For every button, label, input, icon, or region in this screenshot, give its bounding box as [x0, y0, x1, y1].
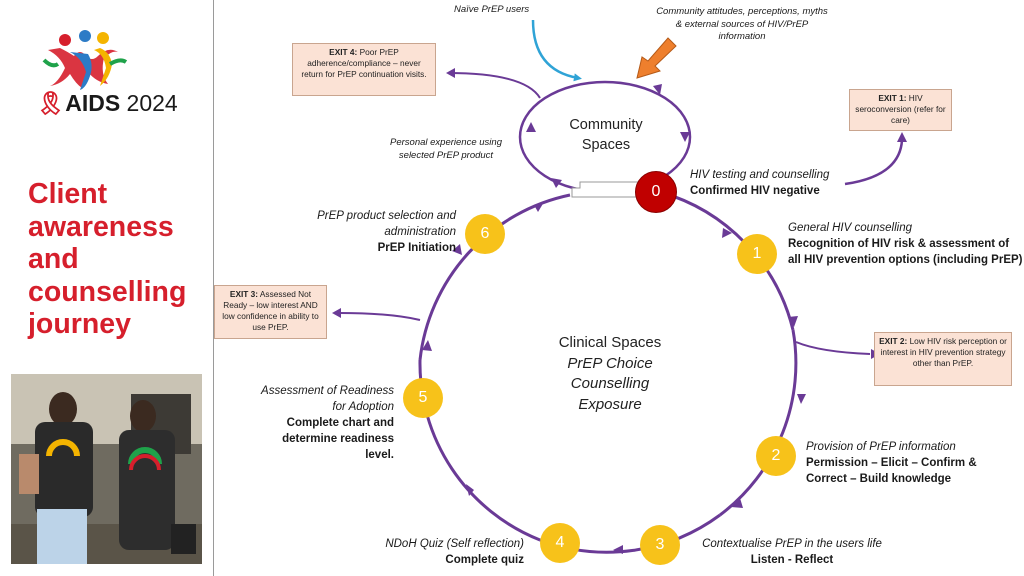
community-spaces-label: Community Spaces: [546, 115, 666, 155]
clinical-line4: Exposure: [578, 395, 642, 413]
step-2-bold: Permission – Elicit – Confirm & Correct …: [806, 457, 977, 485]
step-2-node: 2: [756, 436, 796, 476]
aids2024-logo: [42, 30, 128, 90]
step-0-label: HIV testing and counselling Confirmed HI…: [690, 167, 890, 199]
sidebar: 🎗︎AIDS 2024 Client awareness and counsel…: [0, 0, 214, 576]
exit-2-title: EXIT 2:: [879, 336, 908, 346]
exit-3-title: EXIT 3:: [229, 289, 259, 299]
exit-2-text: Low HIV risk perception or interest in H…: [880, 336, 1007, 368]
step-4-node: 4: [540, 523, 580, 563]
red-ribbon-icon: 🎗︎: [36, 90, 66, 116]
step-5-bold: Complete chart and determine readiness l…: [282, 417, 394, 461]
team-photo: [11, 374, 202, 564]
clinical-line1: Clinical Spaces: [558, 334, 662, 351]
clinical-line3: Counselling: [570, 375, 650, 392]
step-1-italic: General HIV counselling: [788, 222, 913, 234]
exit-1-box: EXIT 1: HIV seroconversion (refer for ca…: [849, 89, 952, 131]
step-2-label: Provision of PrEP information Permission…: [806, 439, 1016, 487]
community-title-line2: Spaces: [581, 137, 631, 153]
step-6-bold: PrEP Initiation: [377, 242, 456, 254]
logo-word: AIDS: [65, 90, 121, 116]
step-6-label: PrEP product selection and administratio…: [296, 208, 456, 256]
step-5-italic: Assessment of Readiness for Adoption: [261, 385, 394, 413]
exit-1-text: HIV seroconversion (refer for care): [855, 93, 946, 125]
logo-wordmark: 🎗︎AIDS 2024: [36, 90, 178, 117]
step-5-label: Assessment of Readiness for Adoption Com…: [252, 383, 394, 463]
exit-4-title: EXIT 4:: [329, 47, 358, 57]
step-5-node: 5: [403, 378, 443, 418]
journey-diagram: Community Spaces Clinical Spaces PrEP Ch…: [214, 0, 1024, 576]
exit-1-title: EXIT 1:: [878, 93, 907, 103]
exit-2-box: EXIT 2: Low HIV risk perception or inter…: [874, 332, 1012, 386]
step-3-italic: Contextualise PrEP in the users life: [702, 538, 882, 550]
exit-3-text: Assessed Not Ready – low interest AND lo…: [222, 289, 319, 332]
naive-users-label: Naïve PrEP users: [454, 4, 530, 15]
exit-4-box: EXIT 4: Poor PrEP adherence/compliance –…: [292, 43, 436, 96]
step-1-node: 1: [737, 234, 777, 274]
step-6-italic: PrEP product selection and administratio…: [317, 210, 456, 238]
clinical-line2: PrEP Choice: [567, 354, 653, 372]
clinical-spaces-label: Clinical Spaces PrEP Choice Counselling …: [532, 333, 688, 415]
personal-experience-label: Personal experience using selected PrEP …: [390, 137, 502, 161]
community-attitudes-label: Community attitudes, perceptions, myths …: [656, 6, 828, 42]
step-4-bold: Complete quiz: [445, 554, 524, 566]
exit-3-box: EXIT 3: Assessed Not Ready – low interes…: [214, 285, 327, 339]
logo-year: 2024: [126, 90, 178, 116]
step-6-node: 6: [465, 214, 505, 254]
community-title-line1: Community: [569, 117, 643, 133]
step-3-node: 3: [640, 525, 680, 565]
exit-4-text: Poor PrEP adherence/compliance – never r…: [301, 47, 427, 79]
step-0-italic: HIV testing and counselling: [690, 169, 830, 181]
sidebar-title: Client awareness and counselling journey: [28, 178, 187, 340]
step-0-node: 0: [635, 171, 677, 213]
step-1-label: General HIV counselling Recognition of H…: [788, 220, 1023, 268]
step-2-italic: Provision of PrEP information: [806, 441, 956, 453]
step-4-label: NDoH Quiz (Self reflection) Complete qui…: [364, 536, 524, 568]
step-0-bold: Confirmed HIV negative: [690, 185, 820, 197]
step-3-label: Contextualise PrEP in the users life Lis…: [692, 536, 892, 568]
step-4-italic: NDoH Quiz (Self reflection): [385, 538, 524, 550]
step-1-bold: Recognition of HIV risk & assessment of …: [788, 238, 1023, 266]
step-3-bold: Listen - Reflect: [750, 554, 834, 566]
